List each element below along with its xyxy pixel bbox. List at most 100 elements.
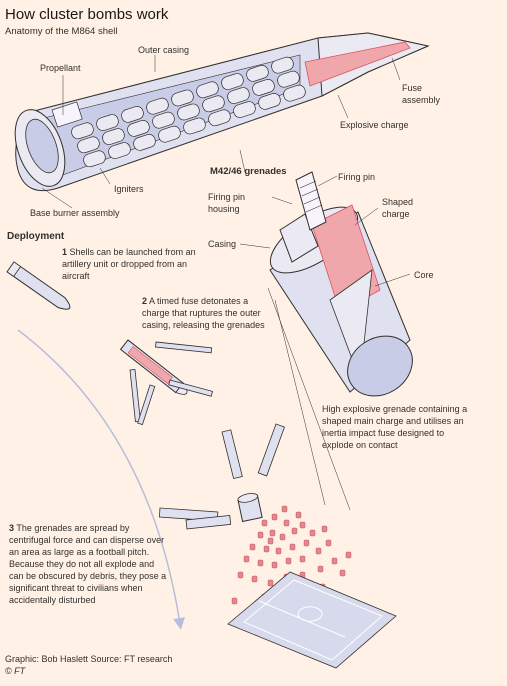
submunition-grenade	[317, 565, 324, 573]
label-propellant: Propellant	[40, 63, 81, 73]
shell-grenade-stack	[71, 56, 306, 168]
casing-fragment	[221, 429, 243, 480]
footer-copyright: © FT	[5, 666, 26, 676]
grenade-leader-lines	[239, 175, 411, 511]
grenade-base	[347, 335, 413, 397]
pitch-markings	[243, 579, 383, 661]
label-casing: Casing	[208, 239, 237, 249]
stacked-grenade	[71, 122, 94, 140]
footer-credit: Graphic: Bob Haslett Source: FT research	[5, 654, 173, 664]
m864-shell-illustration	[14, 32, 430, 192]
deployment-step-1: 1 Shells can be launched from an artille…	[62, 246, 212, 282]
submunition-grenade	[309, 529, 316, 537]
submunition-grenade	[261, 519, 268, 527]
submunition-grenade	[283, 519, 290, 527]
submunition-grenade	[339, 569, 346, 577]
submunition-grenade	[279, 533, 286, 541]
trajectory-arrow	[17, 329, 186, 630]
stacked-grenade	[252, 79, 275, 96]
deployment-step-3: 3 The grenades are spread by centrifugal…	[9, 522, 169, 606]
stacked-grenade	[221, 73, 244, 90]
submunition-grenade	[271, 561, 278, 569]
stacked-grenade	[121, 106, 144, 123]
stacked-grenade	[133, 134, 156, 151]
submunition-grenade	[267, 579, 274, 587]
step-number: 3	[9, 523, 15, 533]
submunition-grenade	[285, 557, 292, 565]
deployment-step-2: 2 A timed fuse detonates a charge that r…	[142, 295, 274, 331]
deployment-heading: Deployment	[7, 231, 65, 242]
submunition-grenade	[251, 575, 258, 583]
stacked-grenade	[108, 142, 131, 159]
stacked-grenade	[171, 89, 194, 107]
stacked-grenade	[258, 93, 281, 110]
grenade-firing-pin-thread	[299, 180, 323, 213]
submunition-grenade	[263, 545, 270, 553]
submunition-grenade	[299, 521, 306, 529]
stacked-grenade	[77, 136, 100, 154]
stacked-grenade	[196, 81, 219, 99]
label-explosive-charge: Explosive charge	[340, 120, 409, 130]
shell-explosive-charge	[304, 41, 411, 87]
label-base-burner: Base burner assembly	[30, 208, 120, 218]
stacked-grenade	[246, 65, 269, 82]
stacked-grenade	[233, 101, 256, 118]
step1-shell	[6, 261, 71, 310]
label-fuse-assembly: Fuse assembly	[402, 83, 441, 105]
step-number: 1	[62, 247, 68, 257]
football-pitch	[227, 571, 397, 669]
label-core: Core	[414, 270, 434, 280]
stacked-grenade	[177, 103, 200, 121]
page-subtitle: Anatomy of the M864 shell	[5, 26, 118, 37]
stacked-grenade	[158, 125, 181, 143]
label-shaped-charge: Shaped charge	[382, 197, 414, 219]
stacked-grenade	[127, 120, 150, 137]
stacked-grenade	[102, 128, 125, 145]
shell-base-inner	[25, 118, 59, 174]
grenade-description: High explosive grenade containing a shap…	[322, 404, 468, 450]
submunition-grenade	[275, 547, 282, 555]
stacked-grenade	[283, 84, 306, 102]
submunition-grenade	[315, 547, 322, 555]
scattered-grenades	[231, 505, 352, 605]
submunition-grenade	[243, 555, 250, 563]
m42-grenade-illustration	[269, 171, 413, 397]
submunition-grenade	[267, 537, 274, 545]
stacked-grenade	[271, 56, 294, 74]
stacked-grenade	[208, 109, 231, 127]
casing-fragment	[137, 384, 156, 426]
submunition-grenade	[291, 527, 298, 535]
step-text: The grenades are spread by centrifugal f…	[9, 523, 167, 605]
submunition-grenade	[237, 571, 244, 579]
casing-fragment	[155, 341, 213, 354]
casing-fragment	[257, 423, 285, 477]
shell-propellant-block	[51, 101, 83, 128]
step-text: A timed fuse detonates a charge that rup…	[142, 296, 265, 330]
step-text: Shells can be launched from an artillery…	[62, 247, 196, 281]
submunition-grenade	[295, 511, 302, 519]
stacked-grenade	[83, 150, 106, 168]
submunition-grenade	[345, 551, 352, 559]
submunition-grenade	[257, 531, 264, 539]
step-number: 2	[142, 296, 148, 306]
pitch-surface	[227, 571, 397, 669]
casing-fragment	[129, 369, 141, 423]
shell-leader-lines	[41, 55, 401, 209]
submunition-grenade	[249, 543, 256, 551]
step2-rupturing-shell	[119, 339, 213, 426]
stacked-grenade	[96, 114, 119, 131]
submunition-grenade	[303, 539, 310, 547]
label-m42-grenades: M42/46 grenades	[210, 166, 287, 177]
stacked-grenade	[277, 70, 300, 88]
submunition-grenade	[289, 543, 296, 551]
page-title: How cluster bombs work	[5, 6, 169, 23]
stacked-grenade	[227, 87, 250, 104]
submunition-grenade	[269, 529, 276, 537]
stacked-grenade	[152, 111, 175, 129]
submunition-grenade	[257, 559, 264, 567]
submunition-grenade	[231, 597, 238, 605]
submunition-grenade	[321, 525, 328, 533]
submunition-grenade	[331, 557, 338, 565]
